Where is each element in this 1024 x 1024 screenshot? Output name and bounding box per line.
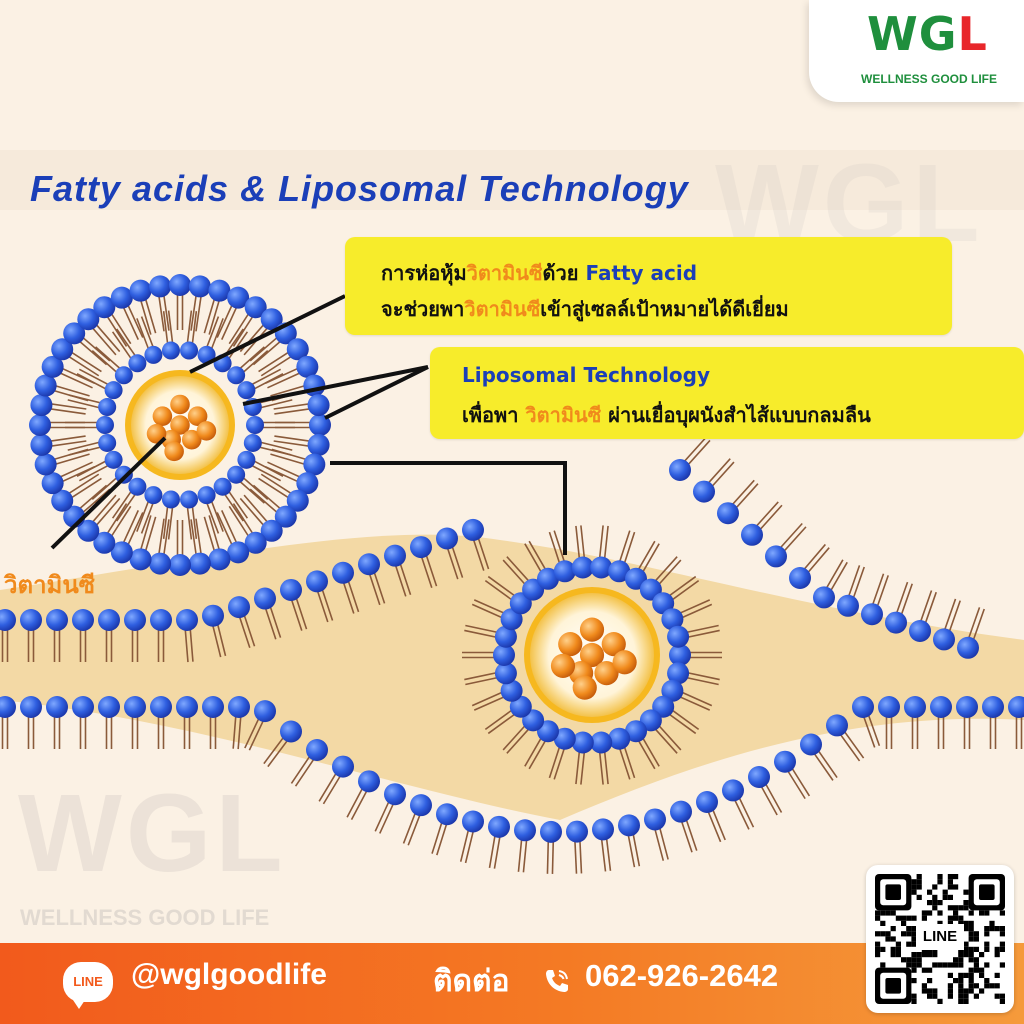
brand-logo: WGL	[867, 6, 988, 62]
membrane-top	[0, 436, 985, 663]
brand-tagline: WELLNESS GOOD LIFE	[861, 72, 998, 86]
callout-text: ด้วย	[542, 261, 586, 285]
callout-text: จะช่วยพา	[381, 297, 465, 321]
callout-fatty-acid-line2: จะช่วยพาวิตามินซีเข้าสู่เซลล์เป้าหมายได้…	[381, 293, 789, 325]
watermark-logo-bottom: WGL	[18, 772, 287, 895]
callout-fatty-acid-line1: การห่อหุ้มวิตามินซีด้วย Fatty acid	[381, 257, 697, 289]
qr-code-icon	[875, 874, 1005, 1004]
liposome-left	[29, 274, 331, 576]
line-handle-link[interactable]: @wglgoodlife	[131, 958, 327, 991]
callout-liposomal: Liposomal Technology เพื่อพา วิตามินซี ผ…	[430, 347, 1024, 439]
phone-icon	[546, 970, 568, 992]
contact-footer	[0, 943, 1024, 1024]
callout-highlight: วิตามินซี	[525, 403, 602, 427]
membrane-bottom	[0, 696, 1024, 874]
callout-highlight-blue: Fatty acid	[585, 261, 698, 285]
callout-liposomal-heading: Liposomal Technology	[462, 363, 711, 387]
line-logo-icon[interactable]: LINE	[63, 962, 113, 1009]
brand-logo-card: WGL WELLNESS GOOD LIFE	[809, 0, 1024, 102]
callout-highlight: วิตามินซี	[466, 261, 543, 285]
qr-line-label: LINE	[916, 924, 964, 950]
contact-label: ติดต่อ	[433, 964, 510, 999]
qr-code[interactable]: LINE	[866, 865, 1014, 1013]
vitamin-c-label: วิตามินซี	[4, 571, 96, 599]
connector-lines	[50, 294, 567, 555]
callout-text: ผ่านเยื่อบุผนังสำไส้แบบกลมลืน	[601, 403, 871, 427]
watermark-text: WELLNESS GOOD LIFE	[20, 905, 270, 930]
callout-liposomal-line2: เพื่อพา วิตามินซี ผ่านเยื่อบุผนังสำไส้แบ…	[462, 399, 871, 431]
liposome-fusing	[462, 525, 722, 785]
callout-highlight: วิตามินซี	[464, 297, 541, 321]
phone-number-link[interactable]: 062-926-2642	[585, 958, 779, 993]
callout-text: เพื่อพา	[462, 403, 526, 427]
callout-fatty-acid: การห่อหุ้มวิตามินซีด้วย Fatty acid จะช่ว…	[345, 237, 952, 335]
page-title: Fatty acids & Liposomal Technology	[30, 168, 689, 209]
brand-logo-text: WGL	[867, 7, 988, 61]
callout-text: การห่อหุ้ม	[381, 261, 467, 285]
callout-text: เข้าสู่เซลล์เป้าหมายได้ดีเยี่ยม	[540, 297, 789, 321]
